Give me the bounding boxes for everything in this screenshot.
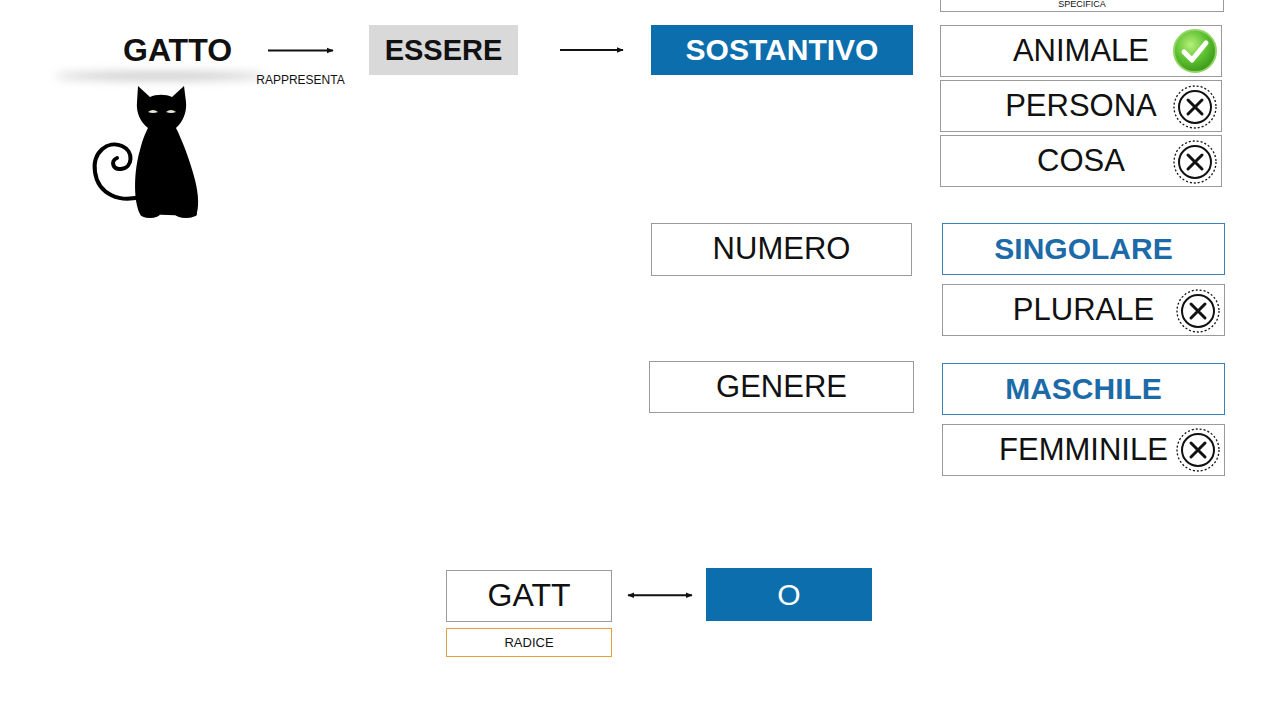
node-text: RADICE	[504, 636, 553, 650]
node-text: SINGOLARE	[994, 233, 1172, 265]
node-text: MASCHILE	[1005, 373, 1162, 405]
node-text: ESSERE	[385, 35, 503, 65]
option-box: ANIMALE	[940, 25, 1222, 77]
node-text: PERSONA	[1005, 90, 1157, 123]
cross-icon	[1177, 290, 1219, 332]
node-text: SPECIFICA	[1058, 0, 1106, 9]
check-icon	[1174, 30, 1216, 72]
connector-arrow	[628, 594, 692, 596]
value-box: FEMMINILE	[942, 424, 1225, 476]
category-box: SOSTANTIVO	[651, 25, 913, 75]
node-text: GATTO	[123, 34, 232, 68]
value-box: PLURALE	[942, 284, 1225, 336]
connector-arrow	[560, 49, 623, 51]
node-text: FEMMINILE	[999, 434, 1168, 467]
node-text: ANIMALE	[1013, 35, 1149, 68]
title-shadow	[55, 72, 265, 80]
edge-label: RAPPRESENTA	[256, 73, 344, 87]
property-box: GENERE	[649, 361, 914, 413]
cross-icon	[1174, 141, 1216, 183]
title-word: GATTO	[100, 28, 255, 74]
connector-arrow	[268, 50, 333, 52]
property-box: NUMERO	[651, 223, 912, 276]
option-box: SPECIFICA	[940, 0, 1224, 12]
node-text: COSA	[1037, 145, 1125, 178]
node-text: O	[777, 579, 800, 611]
node-text: SOSTANTIVO	[686, 34, 879, 66]
node-text: GENERE	[716, 371, 847, 404]
root-label-box: RADICE	[446, 628, 612, 657]
node-text: NUMERO	[713, 233, 851, 266]
ending-box: O	[706, 568, 872, 621]
cat-illustration	[95, 86, 199, 218]
value-box: SINGOLARE	[942, 223, 1225, 275]
value-box: MASCHILE	[942, 363, 1225, 415]
node-text: GATT	[488, 579, 571, 613]
root-box: GATT	[446, 570, 612, 622]
option-box: PERSONA	[940, 80, 1222, 132]
cross-icon	[1177, 429, 1219, 471]
cross-icon	[1174, 86, 1216, 128]
category-box: ESSERE	[369, 25, 518, 75]
node-text: PLURALE	[1013, 294, 1154, 327]
option-box: COSA	[940, 135, 1222, 187]
